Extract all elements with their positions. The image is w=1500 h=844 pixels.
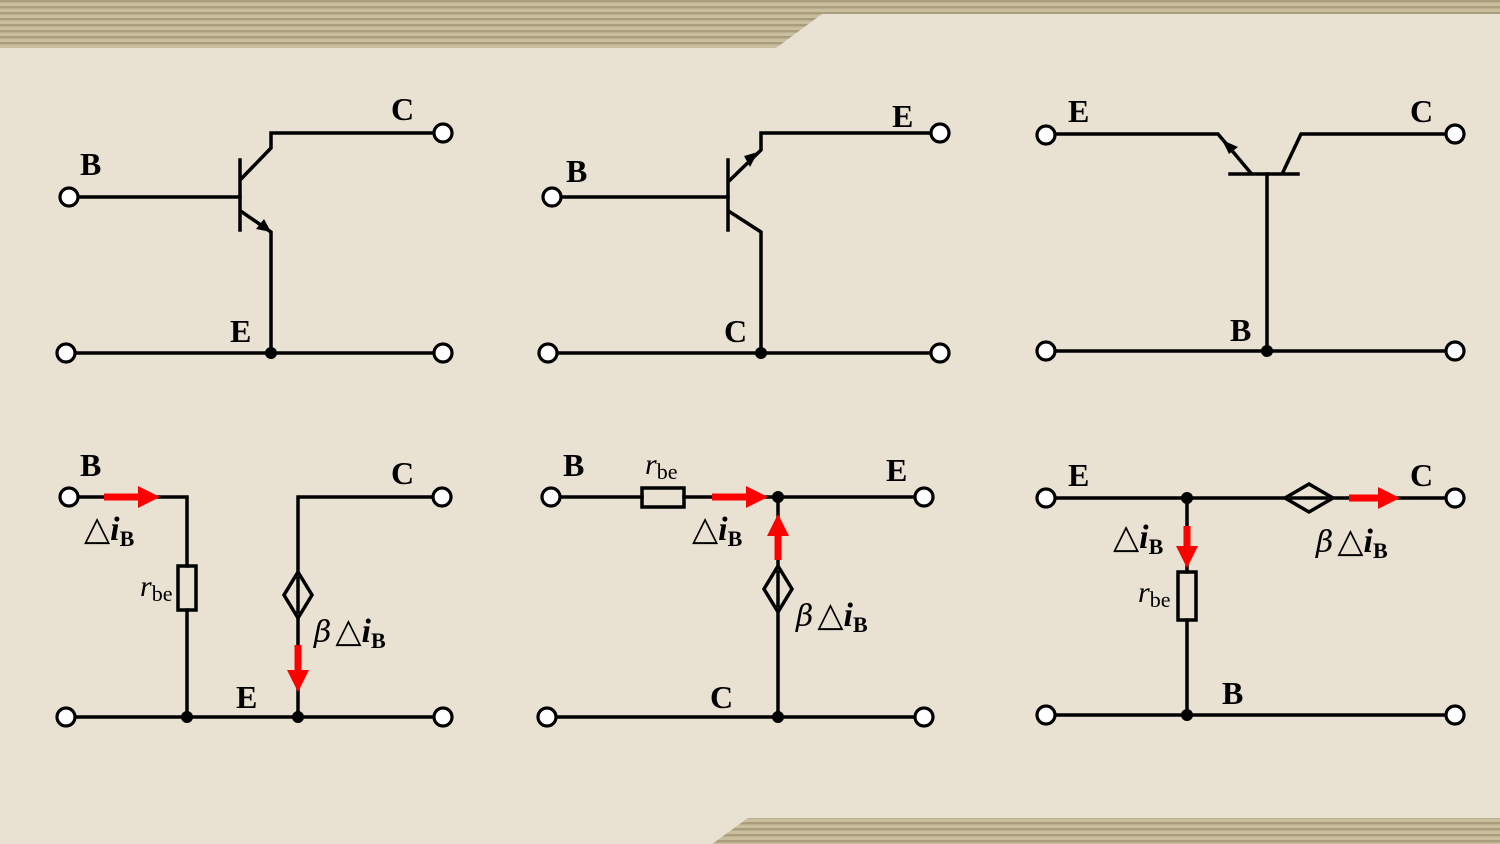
terminal-in-ground [536,706,558,728]
terminal-b [540,486,562,508]
label-b: B [1230,312,1251,348]
terminal-in-ground [55,342,77,364]
label-c: C [710,679,733,715]
label-c: C [1410,457,1433,493]
terminal-e [1035,487,1057,509]
emitter-arrow-icon [744,152,758,167]
label-c: C [391,91,414,127]
label-b: B [80,146,101,182]
label-e: E [230,313,251,349]
ib-label: △iB [1113,517,1164,559]
beta-ib-label: β△iB [1315,521,1388,563]
ib-label: △iB [692,509,743,551]
beta-ib-arrow-head-icon [767,514,789,536]
terminal-c [431,486,453,508]
diagram-common-collector: B E C [537,98,951,364]
beta-ib-label: β△iB [795,595,868,637]
label-c: C [391,455,414,491]
terminal-c [432,122,454,144]
current-source-icon [281,568,315,622]
terminal-e [1035,124,1057,146]
model-common-base: E C B △iB rbe β△iB [1035,457,1466,726]
terminal-in-ground [1035,340,1057,362]
rbe-label: rbe [140,570,172,606]
terminal-in-ground [55,706,77,728]
diagram-common-base: E C B [1035,93,1466,362]
bottom-stripe-band [712,818,1500,844]
resistor-rbe [1176,570,1198,622]
terminal-out-ground [913,706,935,728]
terminal-in-ground [537,342,559,364]
terminal-in-ground [1035,704,1057,726]
terminal-c [1444,123,1466,145]
label-b: B [1222,675,1243,711]
label-e: E [892,98,913,134]
rbe-label: rbe [1138,576,1170,612]
ib-arrow-head-icon [138,486,160,508]
resistor-rbe [640,486,686,509]
label-b: B [563,447,584,483]
top-stripe-band [0,0,1500,48]
terminal-out-ground [1444,340,1466,362]
ib-arrow-head-icon [746,486,768,508]
label-b: B [80,447,101,483]
terminal-e [929,122,951,144]
label-e: E [236,679,257,715]
label-c: C [724,313,747,349]
diagram-common-emitter: B C E [55,91,454,364]
terminal-e [913,486,935,508]
label-b: B [566,153,587,189]
rbe-label: rbe [645,448,677,484]
terminal-out-ground [929,342,951,364]
label-e: E [1068,93,1089,129]
beta-ib-arrow-head-icon [1378,487,1400,509]
terminal-b [541,186,563,208]
resistor-rbe [176,564,198,612]
terminal-b [58,486,80,508]
emitter-arrow-icon [1222,140,1238,154]
emitter-arrow-icon [256,219,271,232]
terminal-out-ground [432,342,454,364]
label-e: E [1068,457,1089,493]
beta-ib-arrow-head-icon [287,670,309,692]
label-c: C [1410,93,1433,129]
model-common-emitter: B C E △iB rbe β△iB [55,447,454,728]
ib-label: △iB [84,509,135,551]
terminal-b [58,186,80,208]
terminal-out-ground [432,706,454,728]
ib-arrow-head-icon [1176,546,1198,568]
label-e: E [886,452,907,488]
terminal-c [1444,487,1466,509]
beta-ib-label: β△iB [313,611,386,653]
terminal-out-ground [1444,704,1466,726]
model-common-collector: B E C rbe △iB β△iB [536,447,935,728]
